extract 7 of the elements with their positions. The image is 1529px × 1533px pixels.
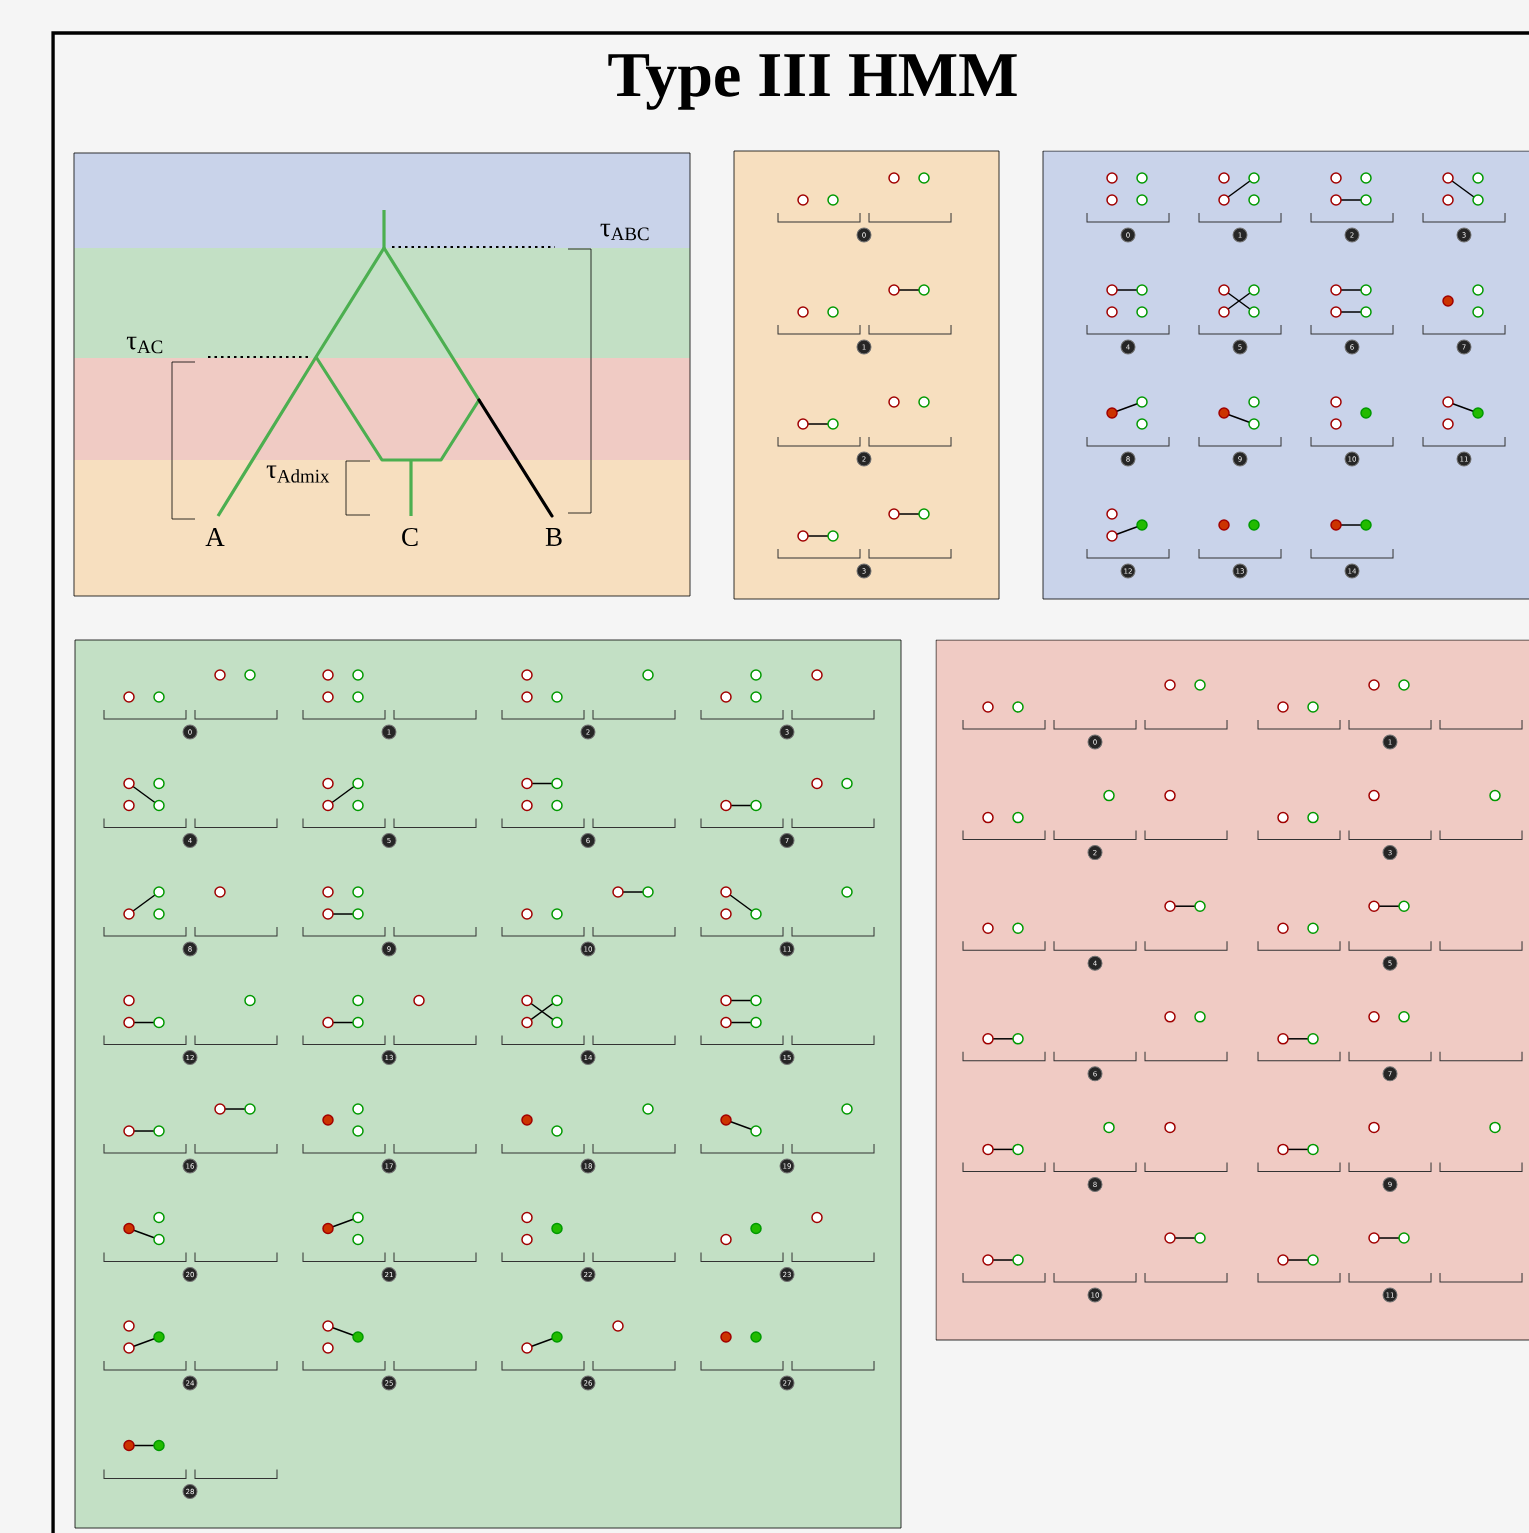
title: Type III HMM <box>608 54 1017 110</box>
tip-label: B <box>545 528 562 546</box>
time-label: τ$_{ABC}$ <box>600 223 649 241</box>
tip-label: A <box>205 528 225 546</box>
tip-label: C <box>402 527 418 547</box>
time-label: τ$_{Admix}$ <box>266 465 330 483</box>
time-label: τ$_{AC}$ <box>126 336 163 354</box>
